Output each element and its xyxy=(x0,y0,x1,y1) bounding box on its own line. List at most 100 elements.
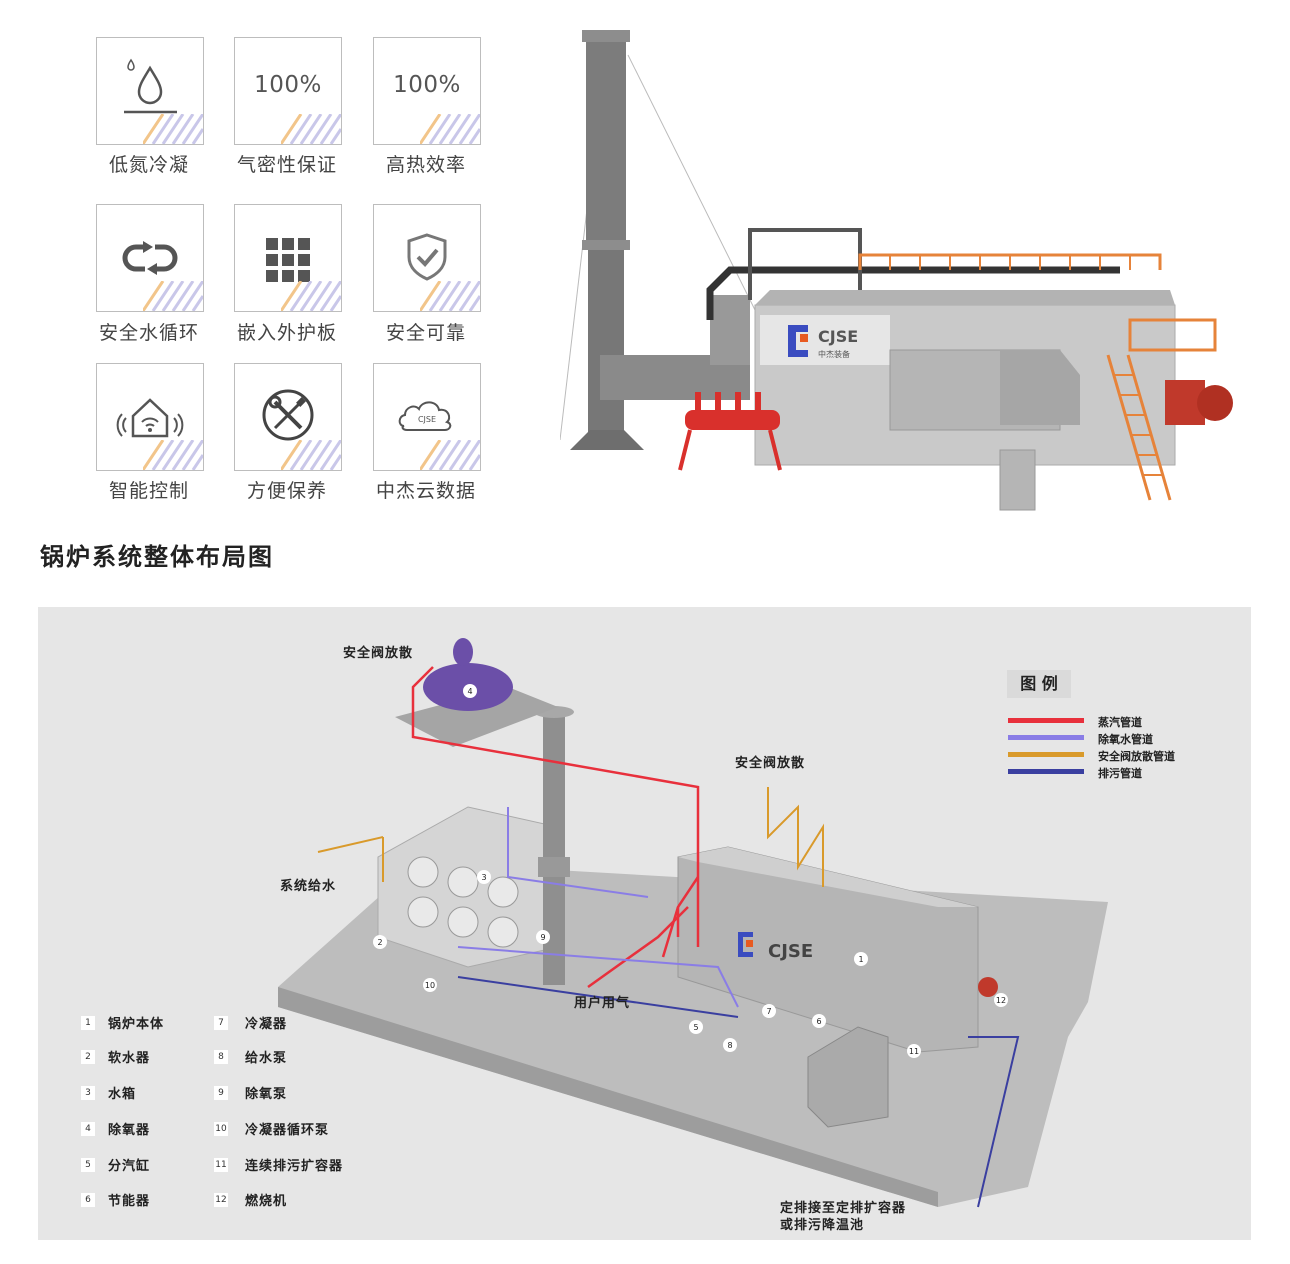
feature-label: 低氮冷凝 xyxy=(108,154,189,176)
legend-title: 图 例 xyxy=(1007,670,1071,698)
svg-text:4: 4 xyxy=(467,687,472,696)
component-number: 12 xyxy=(214,1193,228,1207)
chimney xyxy=(586,42,626,242)
steam-manifold xyxy=(685,410,780,430)
legend-swatch-deaerated xyxy=(1008,735,1084,740)
layout-diagram: CJSE 1 2 3 xyxy=(278,638,1108,1208)
droplet-icon xyxy=(124,58,177,114)
decorative-stripe xyxy=(143,440,203,470)
component-label: 除氧器 xyxy=(108,1123,151,1138)
svg-text:CJSE: CJSE xyxy=(818,327,858,346)
svg-text:2: 2 xyxy=(377,938,382,947)
decorative-stripe xyxy=(143,114,203,144)
svg-text:8: 8 xyxy=(727,1041,732,1050)
chimney-cap xyxy=(582,30,630,42)
decorative-stripe xyxy=(143,281,203,311)
legend-label: 安全阀放散管道 xyxy=(1098,750,1175,763)
component-number: 3 xyxy=(81,1086,95,1100)
component-label: 软水器 xyxy=(108,1051,151,1066)
svg-text:5: 5 xyxy=(693,1023,698,1032)
legend-label: 除氧水管道 xyxy=(1098,733,1153,746)
callout-safety-vent-right: 安全阀放散 xyxy=(735,756,806,771)
feature-tile-water-circulation xyxy=(96,204,204,312)
svg-text:中杰装备: 中杰装备 xyxy=(818,349,850,359)
water-tanks xyxy=(377,806,559,968)
feature-tile-smart-control xyxy=(96,363,204,471)
diagram-brand-logo: CJSE xyxy=(738,932,813,962)
component-number: 5 xyxy=(81,1158,95,1172)
component-label: 锅炉本体 xyxy=(108,1017,165,1032)
svg-text:7: 7 xyxy=(766,1007,771,1016)
component-number: 1 xyxy=(81,1016,95,1030)
decorative-stripe xyxy=(420,114,480,144)
callout-safety-vent-top: 安全阀放散 xyxy=(343,646,414,661)
feature-label: 方便保养 xyxy=(246,480,327,502)
component-number: 8 xyxy=(214,1050,228,1064)
component-label: 燃烧机 xyxy=(245,1194,288,1209)
callout-user-steam: 用户用气 xyxy=(574,996,631,1011)
feature-label: 嵌入外护板 xyxy=(236,322,337,344)
shield-check-icon xyxy=(407,233,447,281)
feature-label: 中杰云数据 xyxy=(375,480,476,502)
component-label: 除氧泵 xyxy=(245,1087,288,1102)
cloud-icon: CJSE xyxy=(398,401,452,431)
decorative-stripe xyxy=(420,281,480,311)
svg-text:CJSE: CJSE xyxy=(768,941,813,962)
component-label: 冷凝器循环泵 xyxy=(245,1123,330,1138)
feature-label: 安全可靠 xyxy=(385,322,466,344)
legend-swatch-blowdown xyxy=(1008,769,1084,774)
component-label: 冷凝器 xyxy=(245,1017,288,1032)
component-number: 2 xyxy=(81,1050,95,1064)
svg-text:1: 1 xyxy=(858,955,863,964)
decorative-stripe xyxy=(281,114,341,144)
boiler-brand-logo: CJSE 中杰装备 xyxy=(788,325,858,359)
component-label: 水箱 xyxy=(108,1087,137,1102)
component-number: 10 xyxy=(214,1122,228,1136)
feature-tile-efficiency: 100% xyxy=(373,37,481,145)
component-label: 节能器 xyxy=(108,1194,151,1209)
decorative-stripe xyxy=(420,440,480,470)
decorative-stripe xyxy=(281,440,341,470)
boiler-illustration: CJSE 中杰装备 xyxy=(560,30,1233,511)
decorative-stripe xyxy=(281,281,341,311)
callout-blowdown: 定排接至定排扩容器 xyxy=(780,1201,907,1216)
svg-text:9: 9 xyxy=(540,933,545,942)
svg-text:6: 6 xyxy=(816,1017,821,1026)
legend-swatch-steam xyxy=(1008,718,1084,723)
svg-text:10: 10 xyxy=(425,981,435,990)
component-number: 11 xyxy=(214,1158,228,1172)
feature-tile-safe xyxy=(373,204,481,312)
callout-system-feedwater: 系统给水 xyxy=(280,879,337,894)
feature-value: 100% xyxy=(254,72,322,98)
feature-label: 高热效率 xyxy=(385,154,466,176)
component-number: 9 xyxy=(214,1086,228,1100)
smart-home-icon xyxy=(116,398,184,438)
component-label: 分汽缸 xyxy=(108,1159,151,1174)
feature-tile-maintenance xyxy=(234,363,342,471)
chimney xyxy=(543,715,565,985)
svg-text:3: 3 xyxy=(481,873,486,882)
feature-tile-embedded-panel xyxy=(234,204,342,312)
feature-value: 100% xyxy=(393,72,461,98)
wrench-screwdriver-icon xyxy=(262,389,314,441)
feature-label: 安全水循环 xyxy=(98,322,199,344)
feature-tile-low-nitrogen xyxy=(96,37,204,145)
section-title: 锅炉系统整体布局图 xyxy=(40,543,274,571)
grid-icon xyxy=(266,238,310,282)
component-label: 连续排污扩容器 xyxy=(245,1159,344,1174)
component-label: 给水泵 xyxy=(245,1051,288,1066)
loop-arrows-icon xyxy=(122,241,178,275)
legend-swatch-safety-vent xyxy=(1008,752,1084,757)
feature-tile-cloud-data: CJSE xyxy=(373,363,481,471)
component-number: 7 xyxy=(214,1016,228,1030)
feature-tile-airtight: 100% xyxy=(234,37,342,145)
cloud-brand-text: CJSE xyxy=(418,415,436,424)
svg-text:12: 12 xyxy=(996,996,1006,1005)
component-number: 6 xyxy=(81,1193,95,1207)
layout-diagram-panel: CJSE 1 2 3 xyxy=(38,607,1251,1240)
component-number: 4 xyxy=(81,1122,95,1136)
svg-text:11: 11 xyxy=(909,1047,919,1056)
callout-blowdown-2: 或排污降温池 xyxy=(780,1218,865,1233)
legend-label: 排污管道 xyxy=(1098,767,1142,780)
legend-label: 蒸汽管道 xyxy=(1098,716,1142,729)
